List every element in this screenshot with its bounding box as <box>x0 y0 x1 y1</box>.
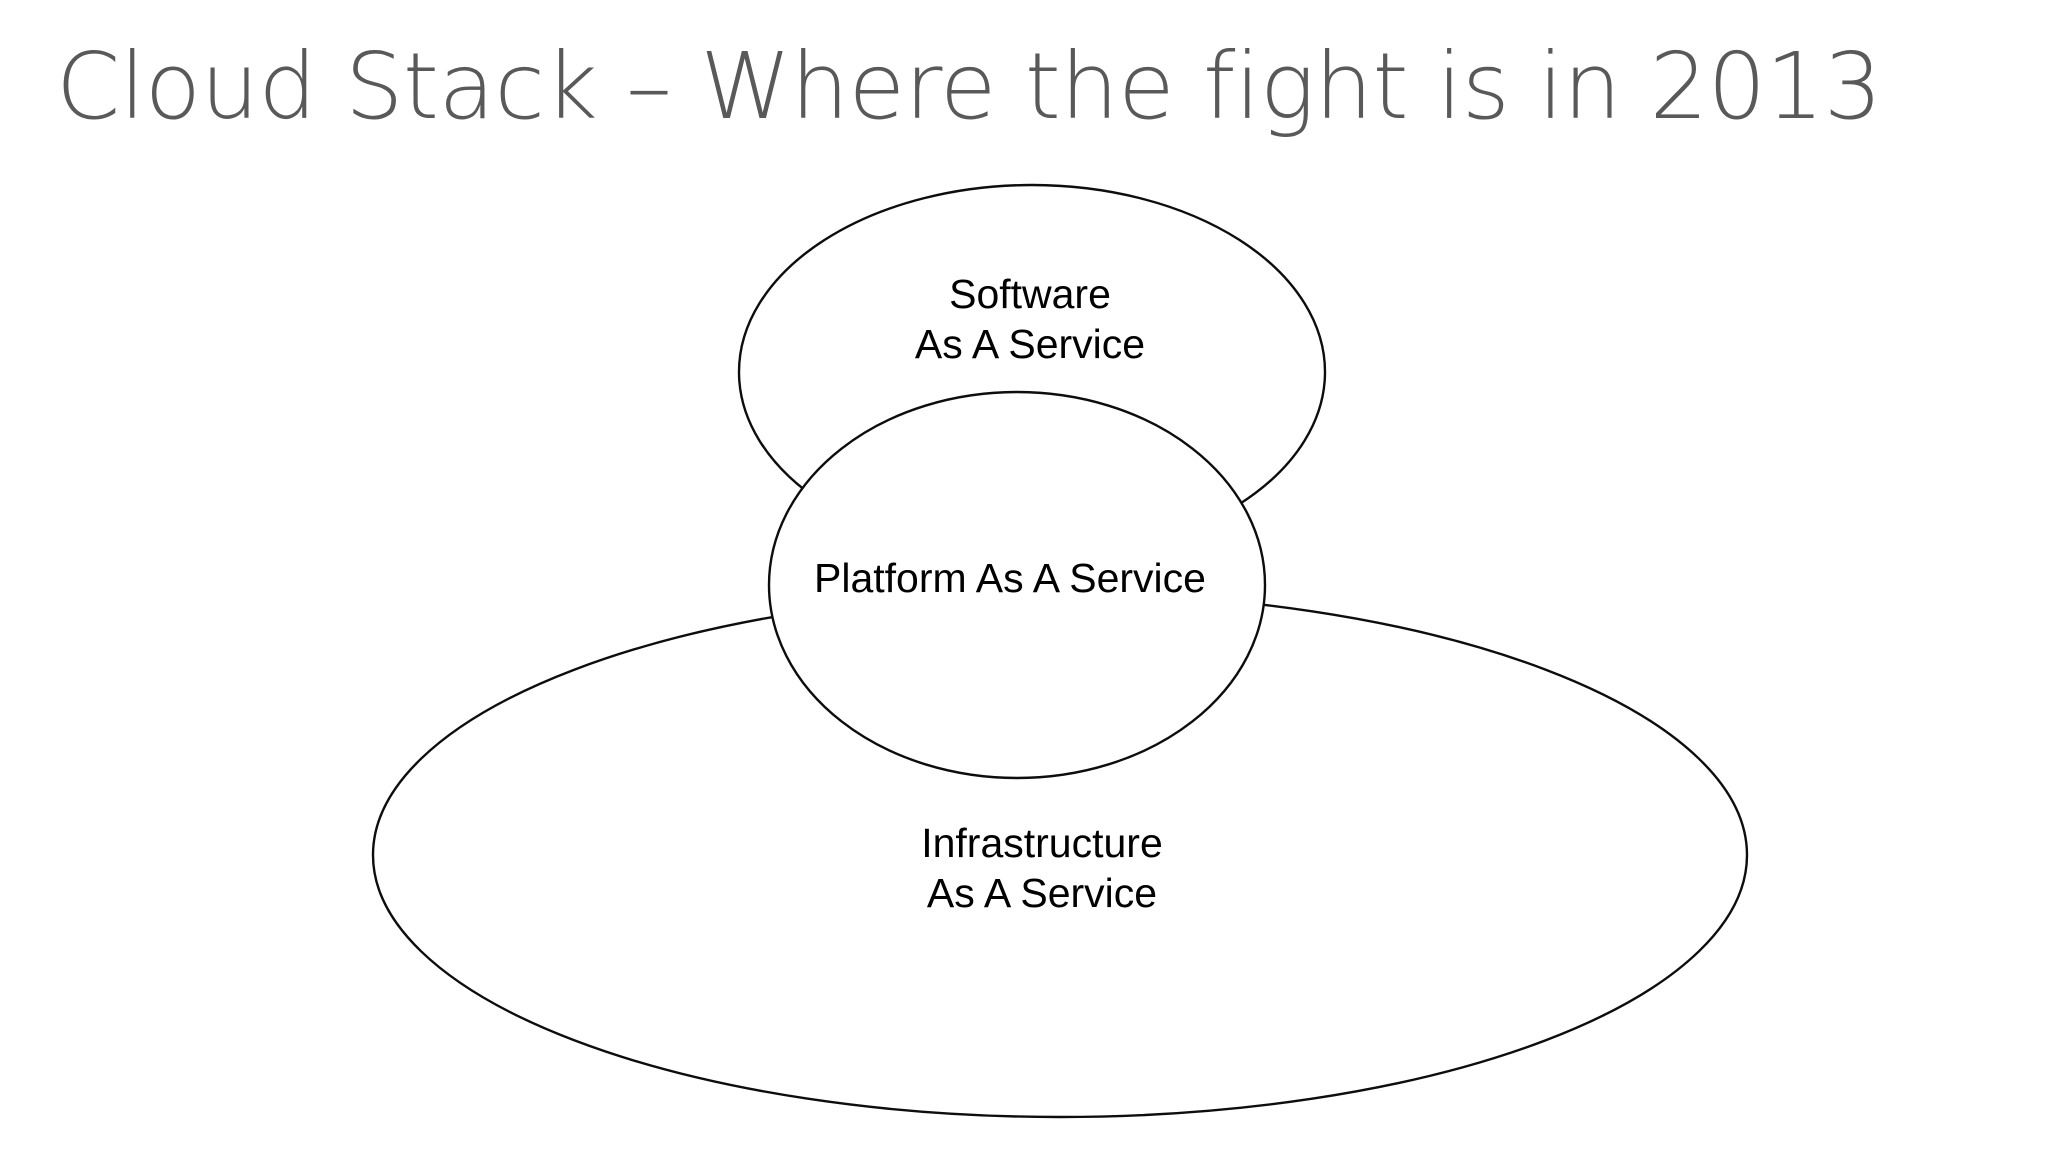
page-title: Cloud Stack – Where the fight is in 2013 <box>56 33 1882 140</box>
paas-layer-group[interactable] <box>767 390 1267 780</box>
paas-ellipse[interactable] <box>767 390 1267 780</box>
paas-label-line-1: Platform As A Service <box>814 555 1206 601</box>
iaas-label-line-2: As A Service <box>927 870 1157 916</box>
saas-label-line-1: Software <box>949 271 1111 317</box>
iaas-label-line-1: Infrastructure <box>921 820 1163 866</box>
saas-label-line-2: As A Service <box>915 321 1145 367</box>
